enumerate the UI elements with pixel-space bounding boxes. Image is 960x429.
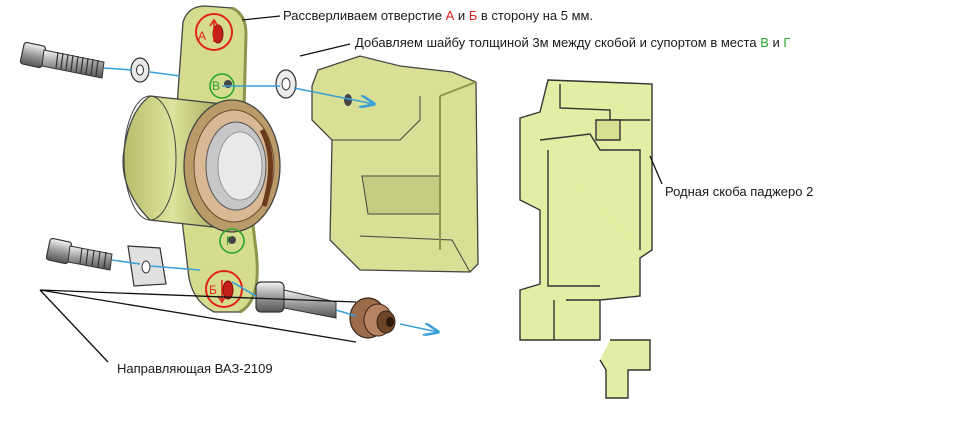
hole-label-g: Г (226, 234, 233, 248)
washer-text-before: Добавляем шайбу толщиной 3м между скобой… (355, 35, 707, 50)
top-bolt (19, 41, 105, 79)
drill-text-before: Рассверливаем отверстие (283, 8, 442, 23)
lower-bolt (45, 237, 113, 271)
drill-mark-b: Б (468, 8, 478, 23)
hole-label-a: А (198, 29, 207, 43)
leader-lines (39, 15, 663, 363)
caliper-body (122, 5, 281, 314)
washer-instruction: Добавляем шайбу толщиной 3м между скобой… (355, 35, 790, 51)
drill-mark-a: А (445, 8, 455, 23)
hole-label-v: В (212, 79, 221, 93)
caliper-bracket (311, 55, 479, 273)
washer-mark-v: В (760, 35, 769, 50)
assembly-arrows (103, 67, 438, 332)
rubber-boot (349, 297, 396, 339)
drill-instruction: Рассверливаем отверстие А и Б в сторону … (283, 8, 593, 24)
hole-g-marker (219, 228, 245, 254)
washer-text-places: в места (710, 35, 757, 50)
guide-pin (255, 281, 337, 319)
washer-mark-g: Г (783, 35, 791, 50)
drill-text-and: и (457, 8, 466, 23)
guide-pin-label: Направляющая ВАЗ-2109 (117, 361, 273, 376)
drill-text-after: в сторону на 5 мм. (480, 8, 594, 23)
washer-text-and: и (772, 35, 780, 50)
hole-label-b: Б (209, 283, 217, 297)
native-bracket-label: Родная скоба паджеро 2 (665, 184, 814, 199)
hole-a-marker (195, 13, 233, 51)
hole-b-marker (205, 270, 243, 308)
native-bracket (519, 79, 653, 399)
